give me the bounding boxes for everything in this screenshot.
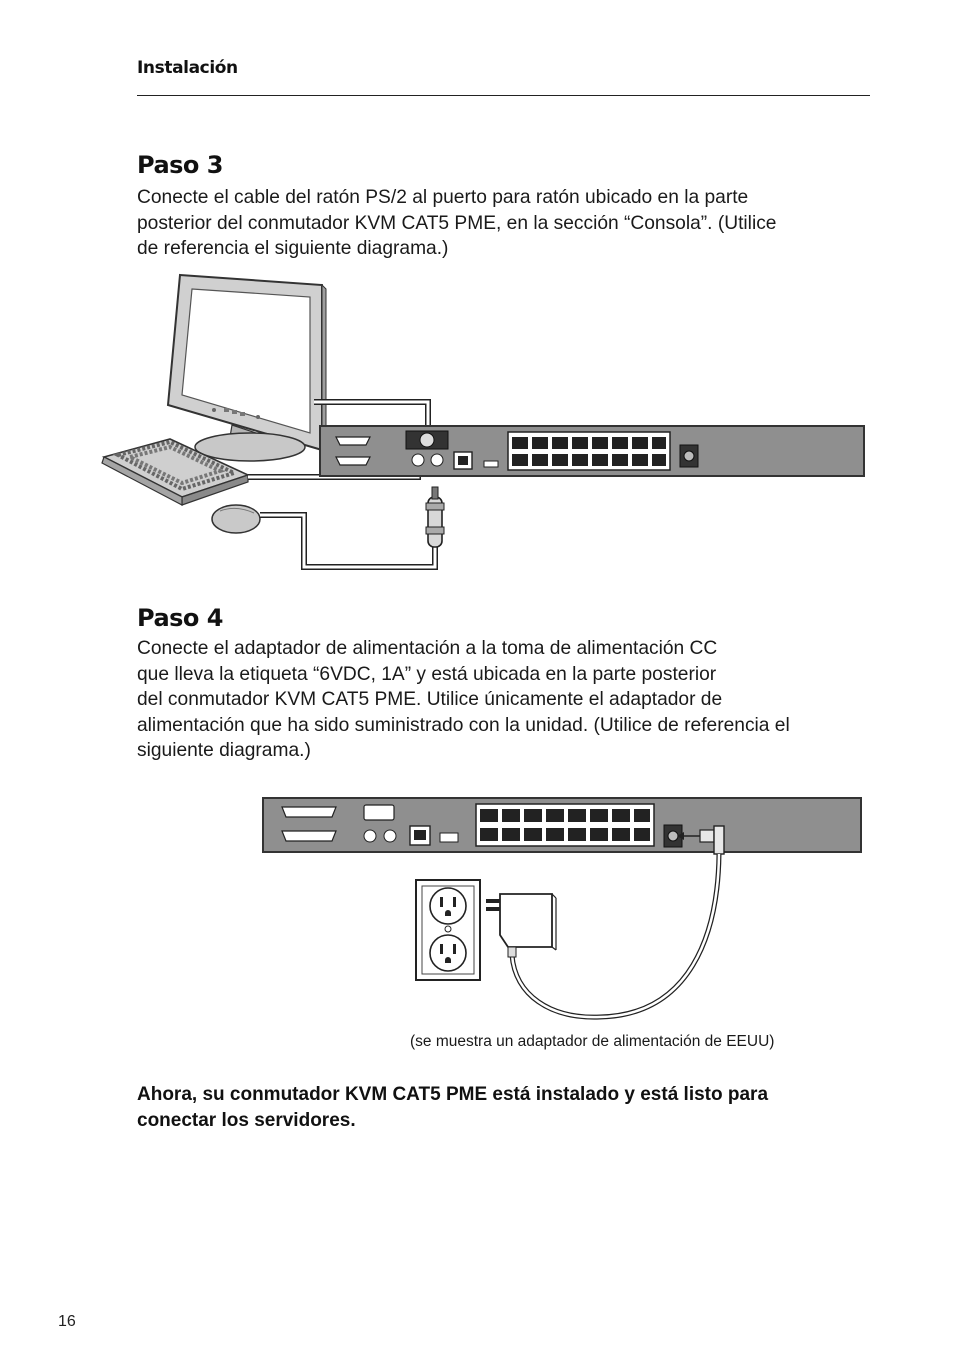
mouse-illustration	[211, 504, 261, 534]
header-rule	[137, 95, 870, 96]
text-line: Ahora, su conmutador KVM CAT5 PME está i…	[137, 1084, 769, 1105]
kvm-switch-rear-panel	[319, 425, 865, 477]
text-line: alimentación que ha sido suministrado co…	[137, 714, 790, 736]
step-4-text: Conecte el adaptador de alimentación a l…	[137, 636, 790, 764]
text-line: del conmutador KVM CAT5 PME. Utilice úni…	[137, 689, 723, 710]
text-line: Conecte el adaptador de alimentación a l…	[137, 638, 718, 659]
running-header: Instalación	[137, 58, 238, 78]
text-line: posterior del conmutador KVM CAT5 PME, e…	[137, 212, 777, 234]
page-number: 16	[58, 1313, 76, 1330]
text-line: conectar los servidores.	[137, 1110, 356, 1131]
wall-outlet-icon	[415, 879, 481, 981]
kvm-switch-rear-panel	[262, 797, 862, 853]
text-line: de referencia el siguiente diagrama.)	[137, 238, 449, 259]
text-line: siguiente diagrama.)	[137, 740, 311, 761]
dc-plug-icon	[677, 825, 725, 855]
text-line: Conecte el cable del ratón PS/2 al puert…	[137, 187, 749, 208]
text-line: que lleva la etiqueta “6VDC, 1A” y está …	[137, 663, 717, 685]
power-cable	[509, 853, 722, 1020]
ps2-plug-icon	[425, 486, 445, 548]
step-3-title: Paso 3	[137, 151, 223, 179]
step-4-diagram	[262, 797, 862, 1020]
step-3-diagram	[101, 273, 865, 570]
keyboard-illustration	[101, 438, 251, 506]
step-4-title: Paso 4	[137, 604, 223, 632]
closing-statement: Ahora, su conmutador KVM CAT5 PME está i…	[137, 1082, 768, 1134]
figure-caption: (se muestra un adaptador de alimentación…	[410, 1033, 775, 1050]
power-adapter-icon	[486, 893, 557, 958]
step-3-text: Conecte el cable del ratón PS/2 al puert…	[137, 185, 776, 262]
monitor-illustration	[166, 273, 327, 462]
